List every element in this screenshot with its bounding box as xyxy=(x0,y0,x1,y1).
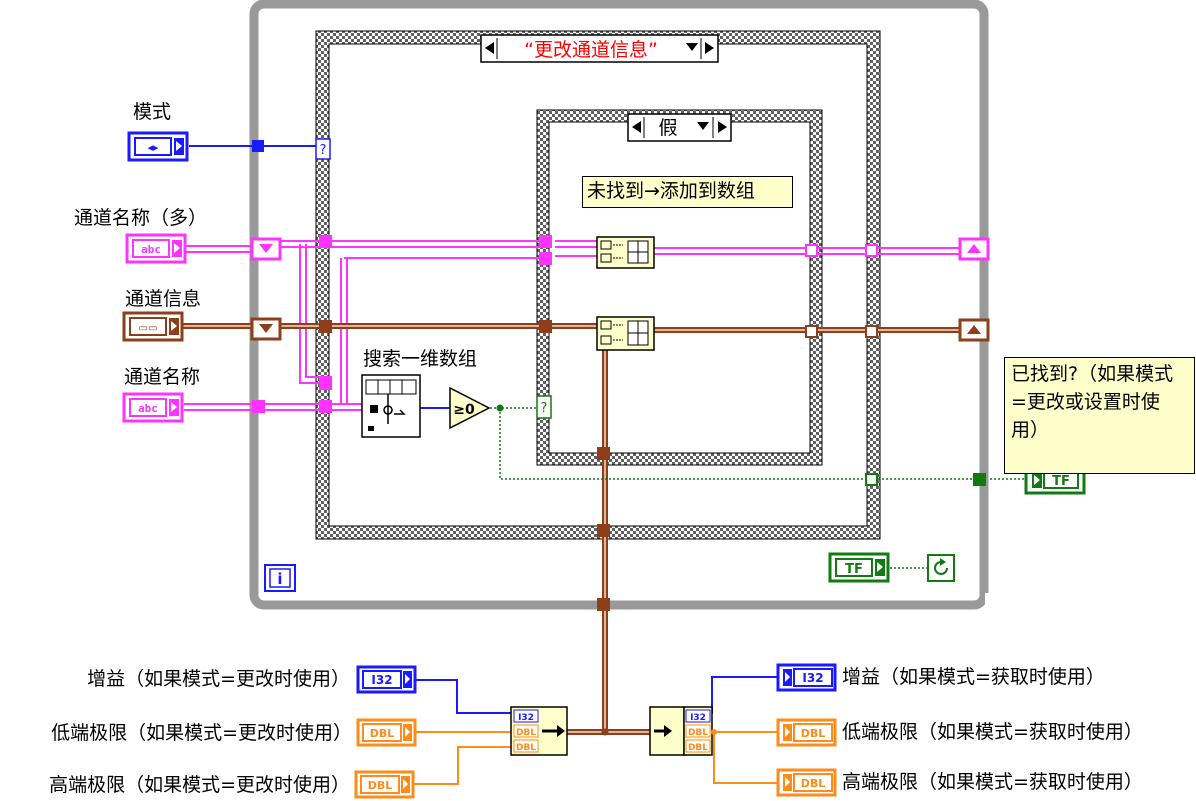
loop-condition-icon[interactable] xyxy=(927,554,955,582)
inner-case-selector-label: 假 xyxy=(658,117,677,139)
mode-control-terminal[interactable]: ◂▸ xyxy=(127,131,189,162)
unbundle-node[interactable]: I32 DBL DBL xyxy=(649,706,713,756)
shift-register-string-left[interactable] xyxy=(250,237,282,261)
channel-info-label: 通道信息 xyxy=(125,288,202,310)
inner-case-selector-terminal[interactable]: ? xyxy=(536,395,552,419)
channel-names-multi-label: 通道名称（多） xyxy=(74,207,208,229)
outer-case-selector-label: “更改通道信息” xyxy=(524,39,658,61)
unbundle-dbl-glyph: DBL xyxy=(688,728,708,738)
string-terminal-glyph: abc xyxy=(138,402,158,415)
shift-register-cluster-left[interactable] xyxy=(250,317,282,341)
bundle-dbl-glyph: DBL xyxy=(516,728,536,738)
bool-terminal-glyph: TF xyxy=(845,562,863,577)
low-limit-out-label: 低端极限（如果模式=获取时使用） xyxy=(842,721,1143,743)
unbundle-i32-glyph: I32 xyxy=(690,713,706,723)
outer-case-selector-terminal[interactable]: ? xyxy=(315,138,331,160)
tunnels xyxy=(252,140,986,611)
found-comment: 已找到?（如果模式=更改或设置时使用） xyxy=(1004,357,1195,474)
shift-register-cluster-right[interactable] xyxy=(958,318,990,342)
high-limit-in-terminal[interactable]: DBL xyxy=(354,770,415,799)
high-limit-in-label: 高端极限（如果模式=更改时使用） xyxy=(49,774,350,796)
ge-zero-glyph: ≥0 xyxy=(453,402,475,418)
cluster-terminal-glyph: ▭▭ xyxy=(139,323,158,334)
unbundle-dbl-glyph: DBL xyxy=(688,743,708,753)
search-1d-array-node[interactable] xyxy=(361,374,421,438)
bundle-i32-glyph: I32 xyxy=(518,713,534,723)
gain-out-terminal[interactable]: I32 xyxy=(776,663,837,692)
channel-name-terminal[interactable]: abc xyxy=(122,392,184,423)
channel-name-label: 通道名称 xyxy=(124,366,201,388)
dbl-glyph: DBL xyxy=(801,777,826,790)
bool-terminal-glyph: TF xyxy=(1052,474,1070,489)
shift-register-string-right[interactable] xyxy=(958,237,990,261)
dbl-glyph: DBL xyxy=(801,727,826,740)
insert-into-array-node-1[interactable] xyxy=(596,236,655,269)
string-terminal-glyph: abc xyxy=(141,243,161,256)
iteration-glyph: i xyxy=(277,570,282,588)
mode-terminal-glyph: ◂▸ xyxy=(147,141,159,154)
insert-into-array-node-2[interactable] xyxy=(596,316,655,351)
inner-case-selector[interactable]: 假 xyxy=(627,113,732,142)
channel-names-multi-terminal[interactable]: abc xyxy=(125,233,187,264)
gain-out-label: 增益（如果模式=获取时使用） xyxy=(842,666,1105,688)
low-limit-in-label: 低端极限（如果模式=更改时使用） xyxy=(51,722,352,744)
question-glyph: ? xyxy=(320,143,327,158)
not-found-comment: 未找到→添加到数组 xyxy=(582,176,793,208)
i32-glyph: I32 xyxy=(802,671,823,685)
question-glyph: ? xyxy=(541,401,548,416)
i32-glyph: I32 xyxy=(371,673,392,687)
dbl-glyph: DBL xyxy=(370,727,395,740)
while-loop-border[interactable] xyxy=(249,0,989,610)
gain-in-terminal[interactable]: I32 xyxy=(356,665,417,694)
low-limit-in-terminal[interactable]: DBL xyxy=(356,718,417,747)
high-limit-out-label: 高端极限（如果模式=获取时使用） xyxy=(842,771,1143,793)
mode-label: 模式 xyxy=(133,101,172,123)
outer-case-selector[interactable]: “更改通道信息” xyxy=(480,34,719,63)
search-1d-array-label: 搜索一维数组 xyxy=(363,348,478,370)
greater-or-equal-zero-node[interactable]: ≥0 xyxy=(449,386,491,430)
iteration-terminal: i xyxy=(264,564,296,592)
high-limit-out-terminal[interactable]: DBL xyxy=(776,768,837,797)
gain-in-label: 增益（如果模式=更改时使用） xyxy=(87,668,350,690)
dbl-wires xyxy=(413,731,778,785)
dbl-glyph: DBL xyxy=(368,779,393,792)
stop-control-terminal[interactable]: TF xyxy=(828,552,890,583)
channel-info-terminal[interactable]: ▭▭ xyxy=(122,311,184,342)
low-limit-out-terminal[interactable]: DBL xyxy=(776,718,837,747)
string-wires xyxy=(184,240,960,411)
bundle-dbl-glyph: DBL xyxy=(516,743,536,753)
bundle-node[interactable]: I32 DBL DBL xyxy=(510,706,568,756)
